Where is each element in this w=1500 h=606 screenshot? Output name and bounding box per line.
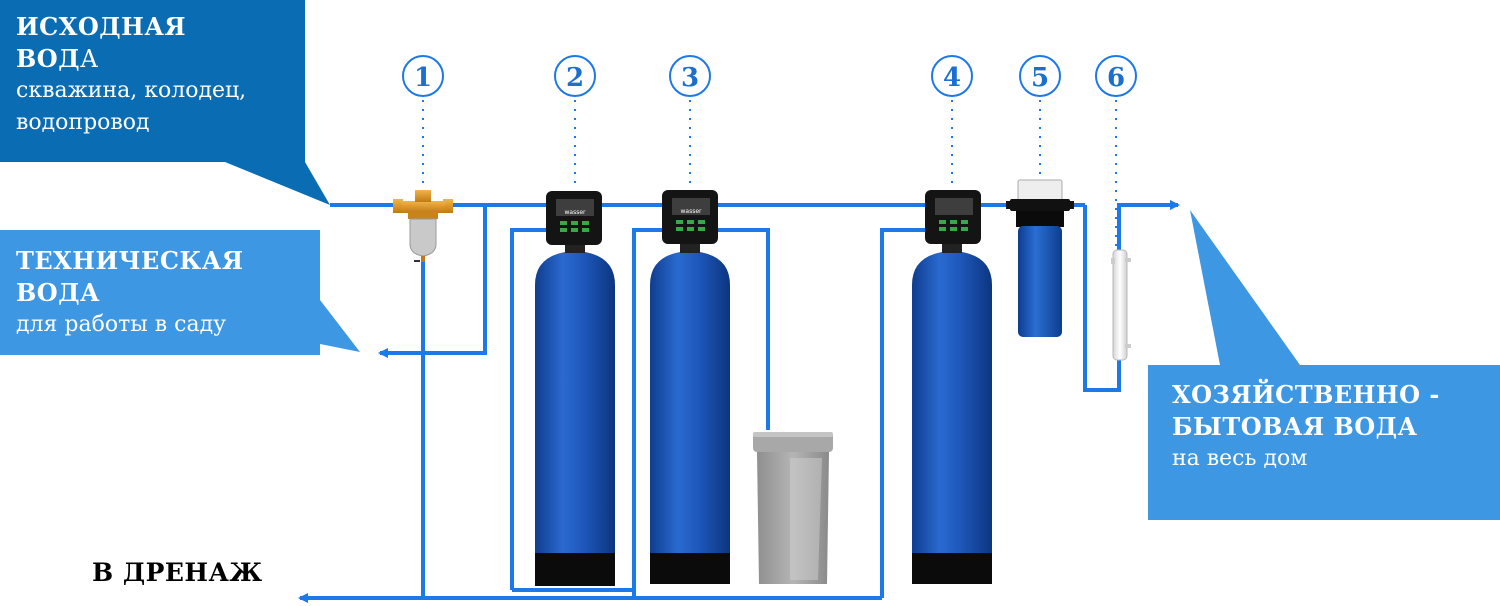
technical-water-callout: ТЕХНИЧЕСКАЯ ВОДА для работы в саду (16, 245, 243, 341)
svg-text:1: 1 (414, 63, 432, 93)
svg-text:wasser: wasser (565, 209, 587, 216)
marker-3: 3 (669, 55, 711, 97)
household-water-callout: ХОЗЯЙСТВЕННО - БЫТОВАЯ ВОДА на весь дом (1172, 379, 1440, 475)
softener-tank-2: wasser (535, 191, 615, 586)
svg-text:6: 6 (1107, 63, 1125, 93)
prefilter-1 (393, 190, 453, 262)
household-subtitle: на весь дом (1172, 446, 1308, 471)
softener-1-drain-pipe (510, 228, 548, 590)
uv-inlet-pipe (1083, 205, 1121, 392)
household-title-line2: БЫТОВАЯ ВОДА (1172, 412, 1418, 441)
iron-filter-drain-pipe (880, 228, 925, 598)
markers: 1 2 3 4 5 6 (402, 55, 1137, 97)
household-title-line1: ХОЗЯЙСТВЕННО - (1172, 380, 1440, 409)
svg-text:5: 5 (1031, 63, 1049, 93)
marker-leaders (422, 100, 1117, 305)
technical-title-line1: ТЕХНИЧЕСКАЯ (16, 246, 244, 275)
source-subtitle-line2: водопровод (16, 110, 150, 135)
marker-5: 5 (1019, 55, 1061, 97)
source-subtitle-line1: скважина, колодец, (16, 78, 247, 103)
svg-text:wasser: wasser (681, 208, 703, 215)
brine-tank (753, 432, 833, 584)
svg-text:3: 3 (681, 63, 699, 93)
svg-text:2: 2 (566, 63, 584, 93)
source-title-line1: ИСХОДНАЯ (16, 12, 187, 41)
marker-2: 2 (554, 55, 596, 97)
callout-household-bubble (1148, 210, 1500, 520)
svg-text:4: 4 (943, 63, 961, 93)
marker-4: 4 (931, 55, 973, 97)
brine-line (710, 228, 770, 430)
household-outlet-pipe (1117, 200, 1180, 258)
drain-label: В ДРЕНАЖ (92, 558, 263, 587)
marker-6: 6 (1095, 55, 1137, 97)
uv-sterilizer-6 (1111, 249, 1131, 361)
technical-title-line2: ВОДА (16, 278, 101, 307)
softener-2-drain-pipe (632, 228, 665, 590)
callout-technical-bubble (0, 230, 360, 355)
source-title-line2: ВОДА (16, 44, 99, 73)
cartridge-filter-5 (1006, 179, 1074, 337)
softener-tank-3: wasser (650, 190, 730, 584)
drain-link (512, 588, 636, 598)
callout-source-bubble (0, 0, 330, 205)
filter-tank-4 (912, 190, 992, 584)
technical-water-pipe (378, 205, 487, 358)
source-water-callout: ИСХОДНАЯ ВОДА скважина, колодец, водопро… (16, 11, 246, 139)
marker-1: 1 (402, 55, 444, 97)
technical-subtitle: для работы в саду (16, 312, 227, 337)
